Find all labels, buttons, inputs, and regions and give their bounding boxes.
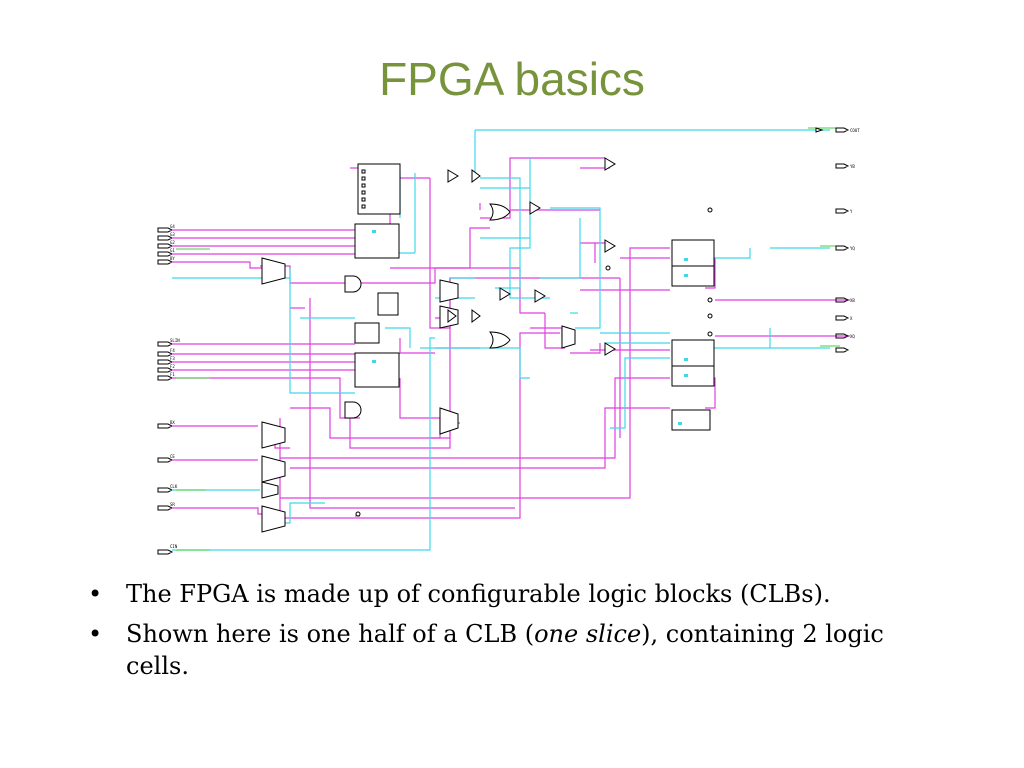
carry-box [377,292,399,316]
svg-text:SLIN: SLIN [170,338,180,343]
and-gates [344,275,362,419]
bullet-text: The FPGA is made up of configurable logi… [126,580,831,608]
svg-text:G2: G2 [170,240,175,245]
svg-text:YQ: YQ [850,246,855,251]
green-annotations [176,127,840,551]
tiny-labels: G4 G3 G2 G1 BY SLIN F4 F3 F2 F1 BX CE CL… [170,128,860,549]
svg-text:XQ: XQ [850,334,855,339]
xor-gates [489,203,511,349]
legend-box [671,409,711,431]
svg-text:F1: F1 [170,372,175,377]
svg-text:COUT: COUT [850,128,860,133]
lut-g-box [354,223,400,259]
svg-text:SR: SR [170,502,175,507]
bullet-item-2: • Shown here is one half of a CLB (one s… [88,618,928,682]
svg-text:G3: G3 [170,232,175,237]
svg-text:G1: G1 [170,248,175,253]
bullet-text-after: ), containing 2 logic cells. [126,620,884,680]
lut-f-box [354,352,400,388]
svg-text:CLK: CLK [170,484,178,489]
svg-text:BX: BX [170,420,175,425]
slide-title: FPGA basics [379,53,645,105]
input-ports [157,227,174,555]
svg-text:YB: YB [850,164,855,169]
svg-text:X: X [850,316,853,321]
bullet-dot-icon: • [88,580,103,608]
svg-text:Y: Y [850,209,853,214]
svg-text:XB: XB [850,298,855,303]
svg-text:CIN: CIN [170,544,178,549]
muxes [261,257,576,533]
flipflop-top [671,239,715,287]
bullet-list: • The FPGA is made up of configurable lo… [88,578,928,690]
bullet-text-italic: one slice [534,620,642,648]
svg-text:F4: F4 [170,348,175,353]
svg-text:F2: F2 [170,364,175,369]
svg-text:G4: G4 [170,224,175,229]
buffers [447,127,824,356]
carry-init-box [354,322,380,344]
svg-text:BY: BY [170,256,175,261]
svg-text:F3: F3 [170,356,175,361]
inverter-markers [355,207,713,517]
config-box [357,163,401,215]
flipflop-bottom [671,339,715,387]
bullet-text-before: Shown here is one half of a CLB ( [126,620,535,648]
bullet-dot-icon: • [88,620,103,648]
output-ports [835,127,850,353]
svg-text:CE: CE [170,454,175,459]
bullet-item-1: • The FPGA is made up of configurable lo… [88,578,928,610]
clb-slice-schematic: G4 G3 G2 G1 BY SLIN F4 F3 F2 F1 BX CE CL… [157,127,860,555]
